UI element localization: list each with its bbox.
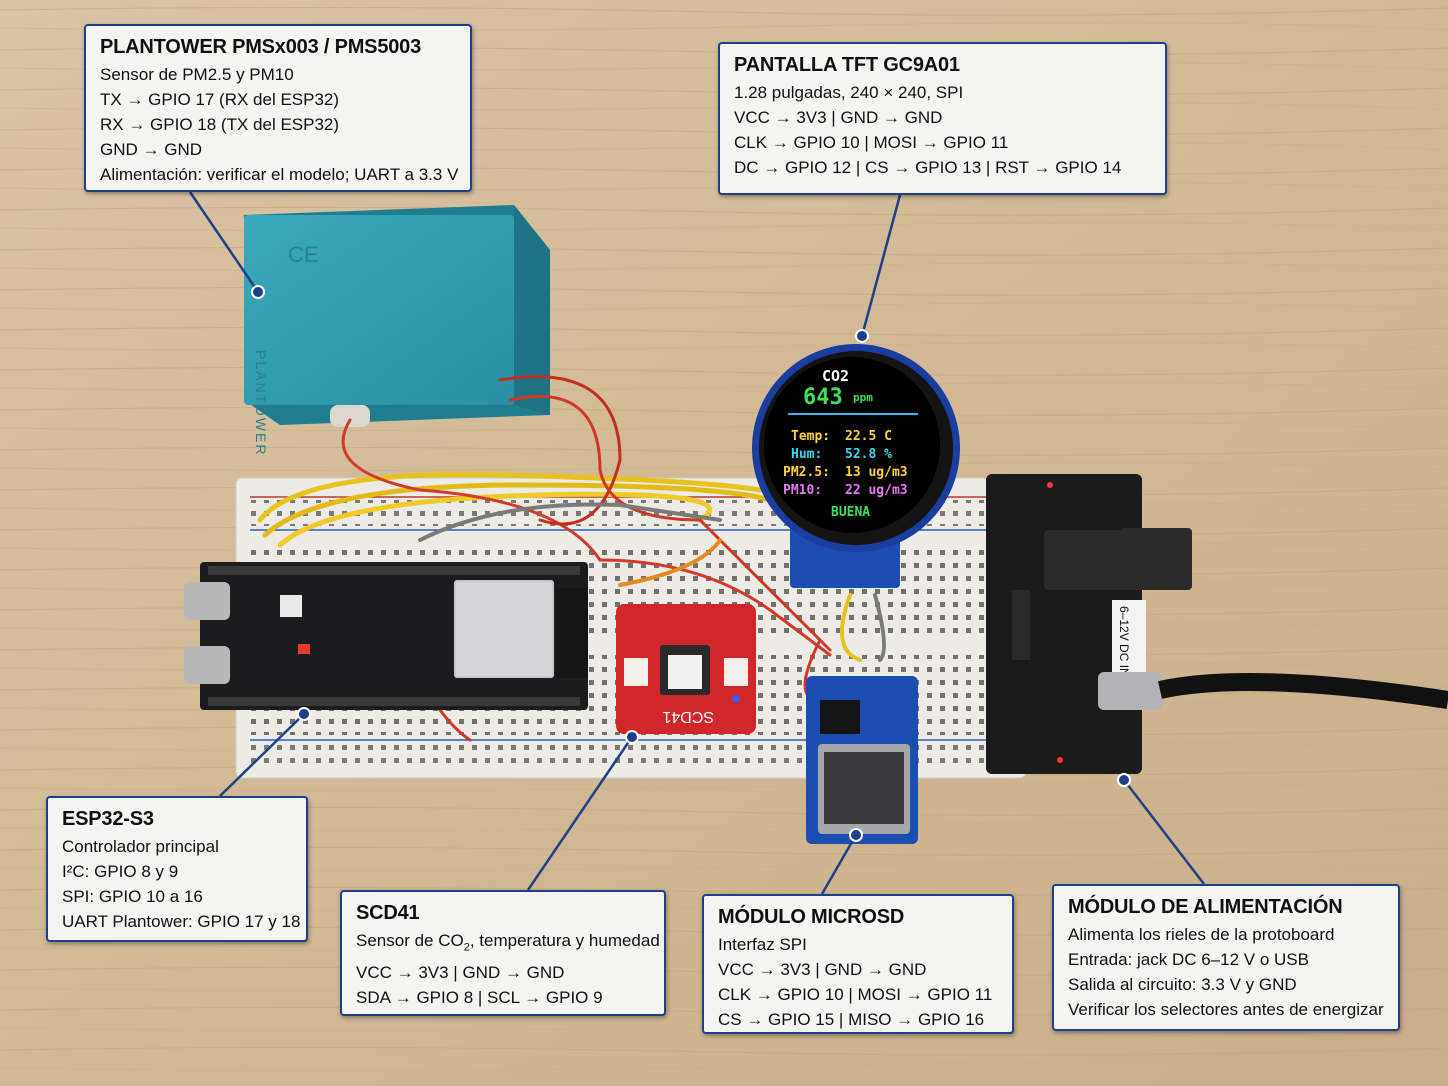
screen-temp-label: Temp: <box>791 429 830 444</box>
esp32-board <box>184 562 588 710</box>
callout-title: PANTALLA TFT GC9A01 <box>734 54 960 76</box>
callout-line: Alimenta los rieles de la protoboard <box>1068 925 1335 944</box>
scd41-board: SCD41 <box>616 604 756 734</box>
scd41-silkscreen: SCD41 <box>662 708 714 725</box>
callout-line: 1.28 pulgadas, 240 × 240, SPI <box>734 83 964 102</box>
callout-line: Controlador principal <box>62 837 219 856</box>
screen-pm25-label: PM2.5: <box>783 465 830 480</box>
plantower-sensor: CE PLANTOWER <box>244 205 550 456</box>
callout-line: Interfaz SPI <box>718 935 807 954</box>
line-text: , temperatura y humedad <box>469 931 660 950</box>
callout-line: GND → GND <box>100 140 202 159</box>
callout-microsd: MÓDULO MICROSD Interfaz SPI VCC → 3V3 | … <box>702 894 1014 1034</box>
pms-ce-mark: CE <box>288 242 319 267</box>
leader-dots <box>251 285 1131 842</box>
callout-line: TX → GPIO 17 (RX del ESP32) <box>100 90 340 109</box>
callout-line: Alimentación: verificar el modelo; UART … <box>100 165 459 184</box>
callout-title: PLANTOWER PMSx003 / PMS5003 <box>100 36 422 58</box>
callout-line: SPI: GPIO 10 a 16 <box>62 887 203 906</box>
screen-status: BUENA <box>831 505 870 520</box>
callout-line: CLK → GPIO 10 | MOSI → GPIO 11 <box>734 133 1009 152</box>
callout-line: Salida al circuito: 3.3 V y GND <box>1068 975 1297 994</box>
callout-esp32: ESP32-S3 Controlador principal I²C: GPIO… <box>46 796 308 942</box>
screen-co2-unit: ppm <box>853 391 873 404</box>
callout-plantower: PLANTOWER PMSx003 / PMS5003 Sensor de PM… <box>84 24 472 192</box>
callout-tft-display: PANTALLA TFT GC9A01 1.28 pulgadas, 240 ×… <box>718 42 1167 195</box>
screen-pm25-value: 13 ug/m3 <box>845 465 908 480</box>
callout-line: RX → GPIO 18 (TX del ESP32) <box>100 115 340 134</box>
callout-title: MÓDULO DE ALIMENTACIÓN <box>1068 896 1343 918</box>
pms-brand-label: PLANTOWER <box>253 350 269 456</box>
callout-leaders <box>188 191 1205 895</box>
callout-power-module: MÓDULO DE ALIMENTACIÓN Alimenta los riel… <box>1052 884 1400 1031</box>
screen-hum-value: 52.8 % <box>845 447 892 462</box>
jumper-wires <box>257 375 886 742</box>
screen-pm10-value: 22 ug/m3 <box>845 483 908 498</box>
callout-line: VCC → 3V3 | GND → GND <box>718 960 927 979</box>
callout-line: SDA → GPIO 8 | SCL → GPIO 9 <box>356 988 603 1008</box>
callout-title: SCD41 <box>356 902 420 924</box>
co2-subscript: 2 <box>463 941 470 954</box>
callout-title: MÓDULO MICROSD <box>718 906 905 928</box>
screen-co2-value: 643 <box>803 385 843 410</box>
power-dc-in-label: 6–12V DC IN <box>1117 606 1131 677</box>
callout-line: DC → GPIO 12 | CS → GPIO 13 | RST → GPIO… <box>734 158 1122 177</box>
callout-line: CLK → GPIO 10 | MOSI → GPIO 11 <box>718 985 993 1004</box>
callout-line: I²C: GPIO 8 y 9 <box>62 862 179 881</box>
callout-line: Sensor de PM2.5 y PM10 <box>100 65 294 84</box>
line-text: Sensor de CO <box>356 931 464 950</box>
callout-line: Entrada: jack DC 6–12 V o USB <box>1068 950 1309 969</box>
callout-title: ESP32-S3 <box>62 808 154 830</box>
power-module: 6–12V DC IN <box>986 474 1192 774</box>
callout-line: UART Plantower: GPIO 17 y 18 <box>62 912 301 931</box>
screen-pm10-label: PM10: <box>783 483 822 498</box>
callout-scd41: SCD41 Sensor de CO2, temperatura y humed… <box>340 890 666 1016</box>
tft-display-module <box>752 344 960 588</box>
microsd-board <box>806 676 918 844</box>
tft-screen-content: CO2 643 ppm Temp: 22.5 C Hum: 52.8 % PM2… <box>783 367 908 520</box>
callout-line: VCC → 3V3 | GND → GND <box>734 108 943 127</box>
callout-line: Verificar los selectores antes de energi… <box>1068 1000 1384 1019</box>
screen-temp-value: 22.5 C <box>845 429 892 444</box>
usb-cable <box>1158 673 1448 709</box>
callout-line: VCC → 3V3 | GND → GND <box>356 963 565 983</box>
callout-line: Sensor de CO2, temperatura y humedad <box>356 928 660 960</box>
screen-co2-label: CO2 <box>822 367 849 385</box>
screen-hum-label: Hum: <box>791 447 822 462</box>
callout-line: CS → GPIO 15 | MISO → GPIO 16 <box>718 1010 985 1029</box>
